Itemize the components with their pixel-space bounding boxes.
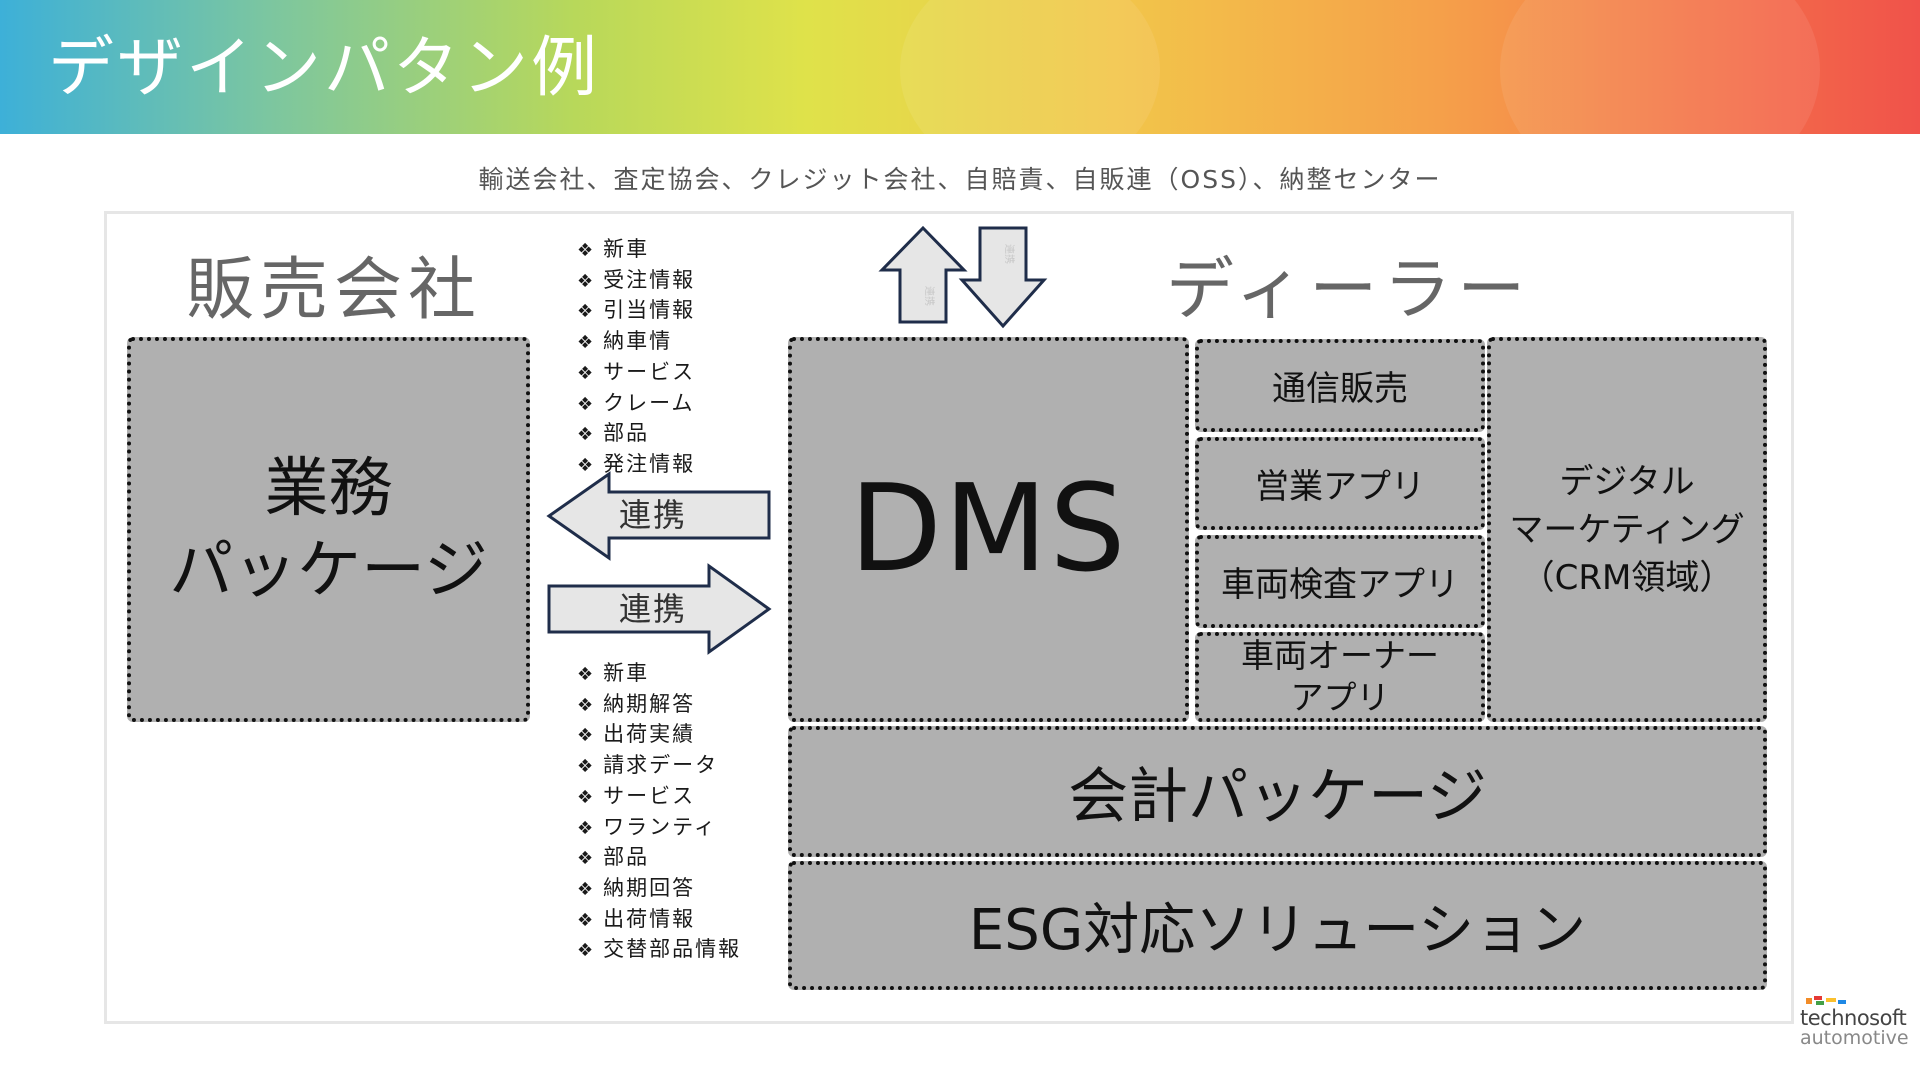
digital-marketing-box: デジタル マーケティング （CRM領域） — [1487, 337, 1767, 722]
left-heading: 販売会社 — [186, 251, 483, 330]
digital-marketing-line1: デジタル — [1559, 461, 1695, 502]
accounting-package-box: 会計パッケージ — [788, 726, 1767, 857]
diamond-bullet-icon: ❖ — [577, 848, 596, 870]
digital-marketing-line2: マーケティング — [1509, 509, 1745, 550]
business-package-line1: 業務 — [264, 451, 393, 526]
list-item: ❖部品 — [577, 421, 650, 446]
diamond-bullet-icon: ❖ — [577, 694, 596, 716]
right-arrow-label: 連携 — [618, 590, 687, 628]
diamond-bullet-icon: ❖ — [577, 393, 596, 415]
banner-decoration — [1500, 0, 1820, 134]
diamond-bullet-icon: ❖ — [577, 756, 596, 778]
up-arrow-label: 連携 — [923, 286, 936, 306]
right-heading: ディーラー — [1166, 251, 1532, 330]
diamond-bullet-icon: ❖ — [577, 332, 596, 354]
down-arrow: 連携 — [958, 226, 1048, 329]
eigyo-app-box: 営業アプリ — [1195, 437, 1485, 530]
list-item: ❖引当情報 — [577, 298, 696, 323]
diamond-bullet-icon: ❖ — [577, 424, 596, 446]
list-item: ❖受注情報 — [577, 267, 696, 292]
right-arrow — [547, 563, 772, 655]
title-banner: デザインパタン例 — [0, 0, 1920, 134]
tsushin-label: 通信販売 — [1272, 369, 1408, 409]
down-arrow-label: 連携 — [1003, 244, 1016, 264]
diamond-bullet-icon: ❖ — [577, 454, 596, 476]
logo-text-automotive: automotive — [1800, 1027, 1909, 1049]
vehicle-owner-app-line2: アプリ — [1290, 678, 1390, 717]
diamond-bullet-icon: ❖ — [577, 301, 596, 323]
list-item: ❖納期解答 — [577, 691, 696, 716]
vehicle-owner-app-box: 車両オーナー アプリ — [1195, 632, 1485, 722]
left-arrow — [546, 471, 771, 561]
list-item: ❖新車 — [577, 661, 650, 685]
eigyo-app-label: 営業アプリ — [1255, 467, 1425, 507]
business-package-line2: パッケージ — [169, 533, 488, 608]
vehicle-inspection-app-box: 車両検査アプリ — [1195, 535, 1485, 628]
list-item: ❖ワランティ — [577, 814, 717, 839]
list-item: ❖納期回答 — [577, 875, 696, 900]
list-item: ❖サービス — [577, 783, 696, 808]
list-item: ❖発注情報 — [577, 451, 696, 476]
top-info-list: ❖新車 ❖受注情報 ❖引当情報 ❖納車情 ❖サービス ❖クレーム ❖部品 ❖発注… — [577, 235, 695, 481]
vehicle-inspection-app-label: 車両検査アプリ — [1221, 565, 1459, 605]
diamond-bullet-icon: ❖ — [577, 817, 596, 839]
diamond-bullet-icon: ❖ — [577, 362, 596, 384]
diamond-bullet-icon: ❖ — [577, 909, 596, 931]
list-item: ❖クレーム — [577, 390, 695, 415]
technosoft-logo: technosoft automotive — [1794, 996, 1910, 1049]
up-arrow: 連携 — [878, 225, 968, 324]
diamond-bullet-icon: ❖ — [577, 725, 596, 747]
slide-title: デザインパタン例 — [48, 29, 600, 106]
banner-decoration — [900, 0, 1160, 134]
diamond-bullet-icon: ❖ — [577, 786, 596, 808]
bottom-info-list: ❖新車 ❖納期解答 ❖出荷実績 ❖請求データ ❖サービス ❖ワランティ ❖部品 … — [577, 659, 741, 966]
list-item: ❖新車 — [577, 237, 650, 261]
esg-solution-box: ESG対応ソリューション — [788, 861, 1767, 990]
partners-text: 輸送会社、査定協会、クレジット会社、自賠責、自販連（OSS）、納整センター — [478, 165, 1442, 194]
list-item: ❖請求データ — [577, 753, 719, 778]
accounting-package-label: 会計パッケージ — [1068, 762, 1487, 832]
diamond-bullet-icon: ❖ — [577, 878, 596, 900]
vehicle-owner-app-line1: 車両オーナー — [1241, 636, 1439, 675]
dms-label: DMS — [849, 460, 1128, 599]
diamond-bullet-icon: ❖ — [577, 240, 596, 261]
logo-marks-icon — [1806, 996, 1846, 1005]
diamond-bullet-icon: ❖ — [577, 664, 596, 685]
digital-marketing-line3: （CRM領域） — [1520, 557, 1734, 598]
list-item: ❖納車情 — [577, 329, 673, 354]
list-item: ❖出荷実績 — [577, 722, 696, 747]
dms-box: DMS — [788, 337, 1189, 722]
list-item: ❖部品 — [577, 845, 650, 870]
left-arrow-label: 連携 — [618, 496, 687, 534]
diamond-bullet-icon: ❖ — [577, 270, 596, 292]
list-item: ❖サービス — [577, 359, 696, 384]
logo-text-technosoft: technosoft — [1800, 1006, 1907, 1030]
tsushin-box: 通信販売 — [1195, 339, 1485, 432]
esg-solution-label: ESG対応ソリューション — [968, 898, 1587, 963]
business-package-box: 業務 パッケージ — [127, 337, 530, 722]
list-item: ❖交替部品情報 — [577, 937, 742, 962]
list-item: ❖出荷情報 — [577, 906, 696, 931]
diamond-bullet-icon: ❖ — [577, 940, 596, 962]
